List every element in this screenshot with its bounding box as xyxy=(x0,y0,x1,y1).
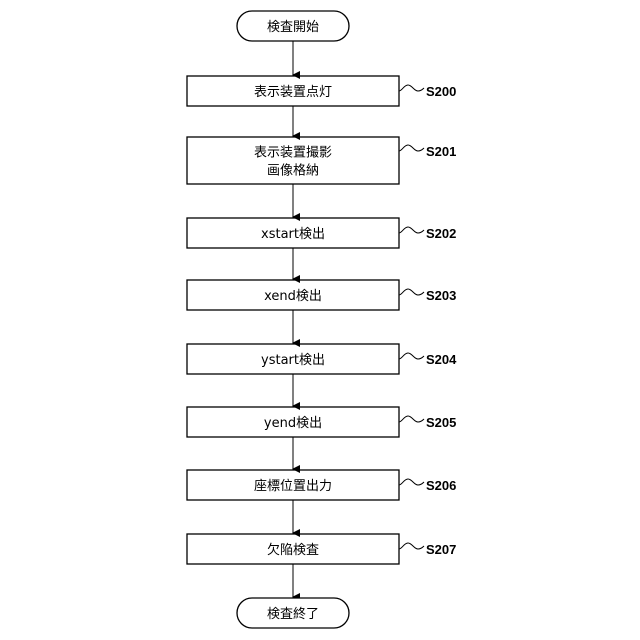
leader-line xyxy=(399,145,424,151)
step-id-label: S200 xyxy=(426,84,456,99)
step-id-label: S204 xyxy=(426,352,457,367)
process-step-label: yend検出 xyxy=(264,416,322,431)
step-id-label: S202 xyxy=(426,226,456,241)
process-step-label: xend検出 xyxy=(264,289,322,304)
leader-line xyxy=(399,227,424,233)
start-terminal-label: 検査開始 xyxy=(267,20,319,35)
start-terminal: 検査開始 xyxy=(237,11,349,41)
process-step-s206: 座標位置出力 S206 xyxy=(187,470,456,500)
process-steps: 表示装置点灯 S200 表示装置撮影画像格納 S201 xstart検出 S202 xend… xyxy=(187,76,457,564)
leader-line xyxy=(399,289,424,295)
process-step-s202: xstart検出 S202 xyxy=(187,218,456,248)
step-id-label: S201 xyxy=(426,144,456,159)
process-step-label: 座標位置出力 xyxy=(254,479,332,494)
process-step-label: 表示装置撮影 xyxy=(254,145,332,161)
process-step-s200: 表示装置点灯 S200 xyxy=(187,76,456,106)
process-step-label: 画像格納 xyxy=(267,163,319,179)
process-step-s207: 欠陥検査 S207 xyxy=(187,534,456,564)
step-id-label: S207 xyxy=(426,542,456,557)
process-step-s203: xend検出 S203 xyxy=(187,280,456,310)
leader-line xyxy=(399,416,424,422)
end-terminal-label: 検査終了 xyxy=(267,606,319,622)
leader-line xyxy=(399,353,424,359)
end-terminal: 検査終了 xyxy=(237,598,349,628)
step-id-label: S205 xyxy=(426,415,456,430)
process-step-s204: ystart検出 S204 xyxy=(187,344,457,374)
process-step-label: ystart検出 xyxy=(261,353,325,368)
step-id-label: S206 xyxy=(426,478,456,493)
leader-line xyxy=(399,85,424,91)
process-step-label: 欠陥検査 xyxy=(267,542,319,558)
step-id-label: S203 xyxy=(426,288,456,303)
process-step-label: xstart検出 xyxy=(261,227,325,242)
leader-line xyxy=(399,479,424,485)
process-step-s205: yend検出 S205 xyxy=(187,407,456,437)
leader-line xyxy=(399,543,424,549)
process-step-s201: 表示装置撮影画像格納 S201 xyxy=(187,137,456,184)
process-step-label: 表示装置点灯 xyxy=(254,85,332,100)
